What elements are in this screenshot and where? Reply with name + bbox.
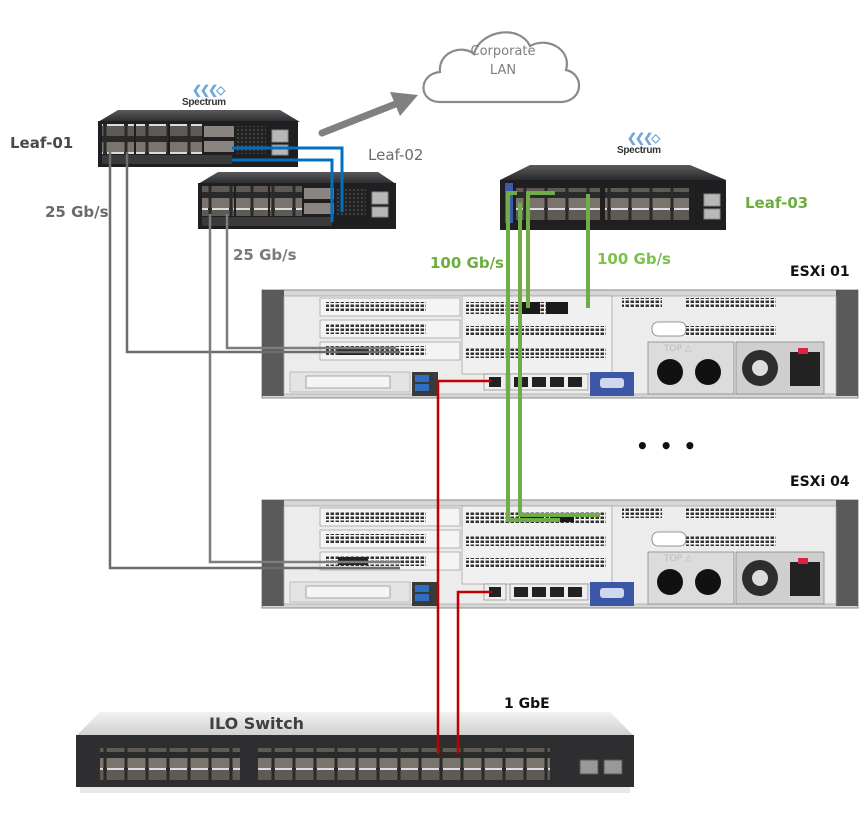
leaf-01-label: Leaf-01 (10, 134, 74, 152)
esxi-01-server[interactable] (261, 289, 859, 399)
spectrum-logo-leaf-03: ❮❮❮◇ Spectrum (617, 131, 661, 156)
esxi-01-psu-label: TOP △ (664, 344, 692, 354)
leaf-03-cables (506, 191, 600, 522)
leaf-03-speed-right-label: 100 Gb/s (597, 250, 671, 268)
uplink-arrow (318, 92, 418, 137)
ilo-switch[interactable] (76, 712, 634, 793)
ilo-cables (436, 379, 492, 754)
corporate-lan-label: Corporate LAN (443, 42, 563, 80)
esxi-04-psu-label: TOP △ (664, 554, 692, 564)
spectrum-chevron-icon: ❮❮❮◇ (627, 131, 660, 145)
cloud-line-2: LAN (489, 63, 517, 78)
cloud-line-1: Corporate (470, 44, 536, 59)
leaf-01-cables (108, 152, 400, 570)
corporate-lan-cloud (422, 31, 581, 104)
mlag-cables (232, 146, 344, 222)
esxi-01-label: ESXi 01 (790, 264, 850, 280)
more-servers-ellipsis: • • • (636, 434, 699, 458)
esxi-04-label: ESXi 04 (790, 474, 850, 490)
ilo-switch-label: ILO Switch (209, 714, 305, 733)
leaf-03-label: Leaf-03 (745, 194, 809, 212)
leaf-02-speed-label: 25 Gb/s (233, 246, 297, 264)
leaf-02-cables (208, 214, 400, 564)
ilo-speed-label: 1 GbE (504, 696, 550, 712)
leaf-01-switch[interactable] (98, 110, 300, 167)
spectrum-logo-leaf-01: ❮❮❮◇ Spectrum (182, 83, 226, 108)
leaf-01-speed-label: 25 Gb/s (45, 203, 109, 221)
leaf-02-label: Leaf-02 (368, 146, 424, 164)
spectrum-chevron-icon: ❮❮❮◇ (192, 83, 225, 97)
leaf-03-switch[interactable] (500, 165, 726, 230)
leaf-03-speed-left-label: 100 Gb/s (430, 254, 504, 272)
